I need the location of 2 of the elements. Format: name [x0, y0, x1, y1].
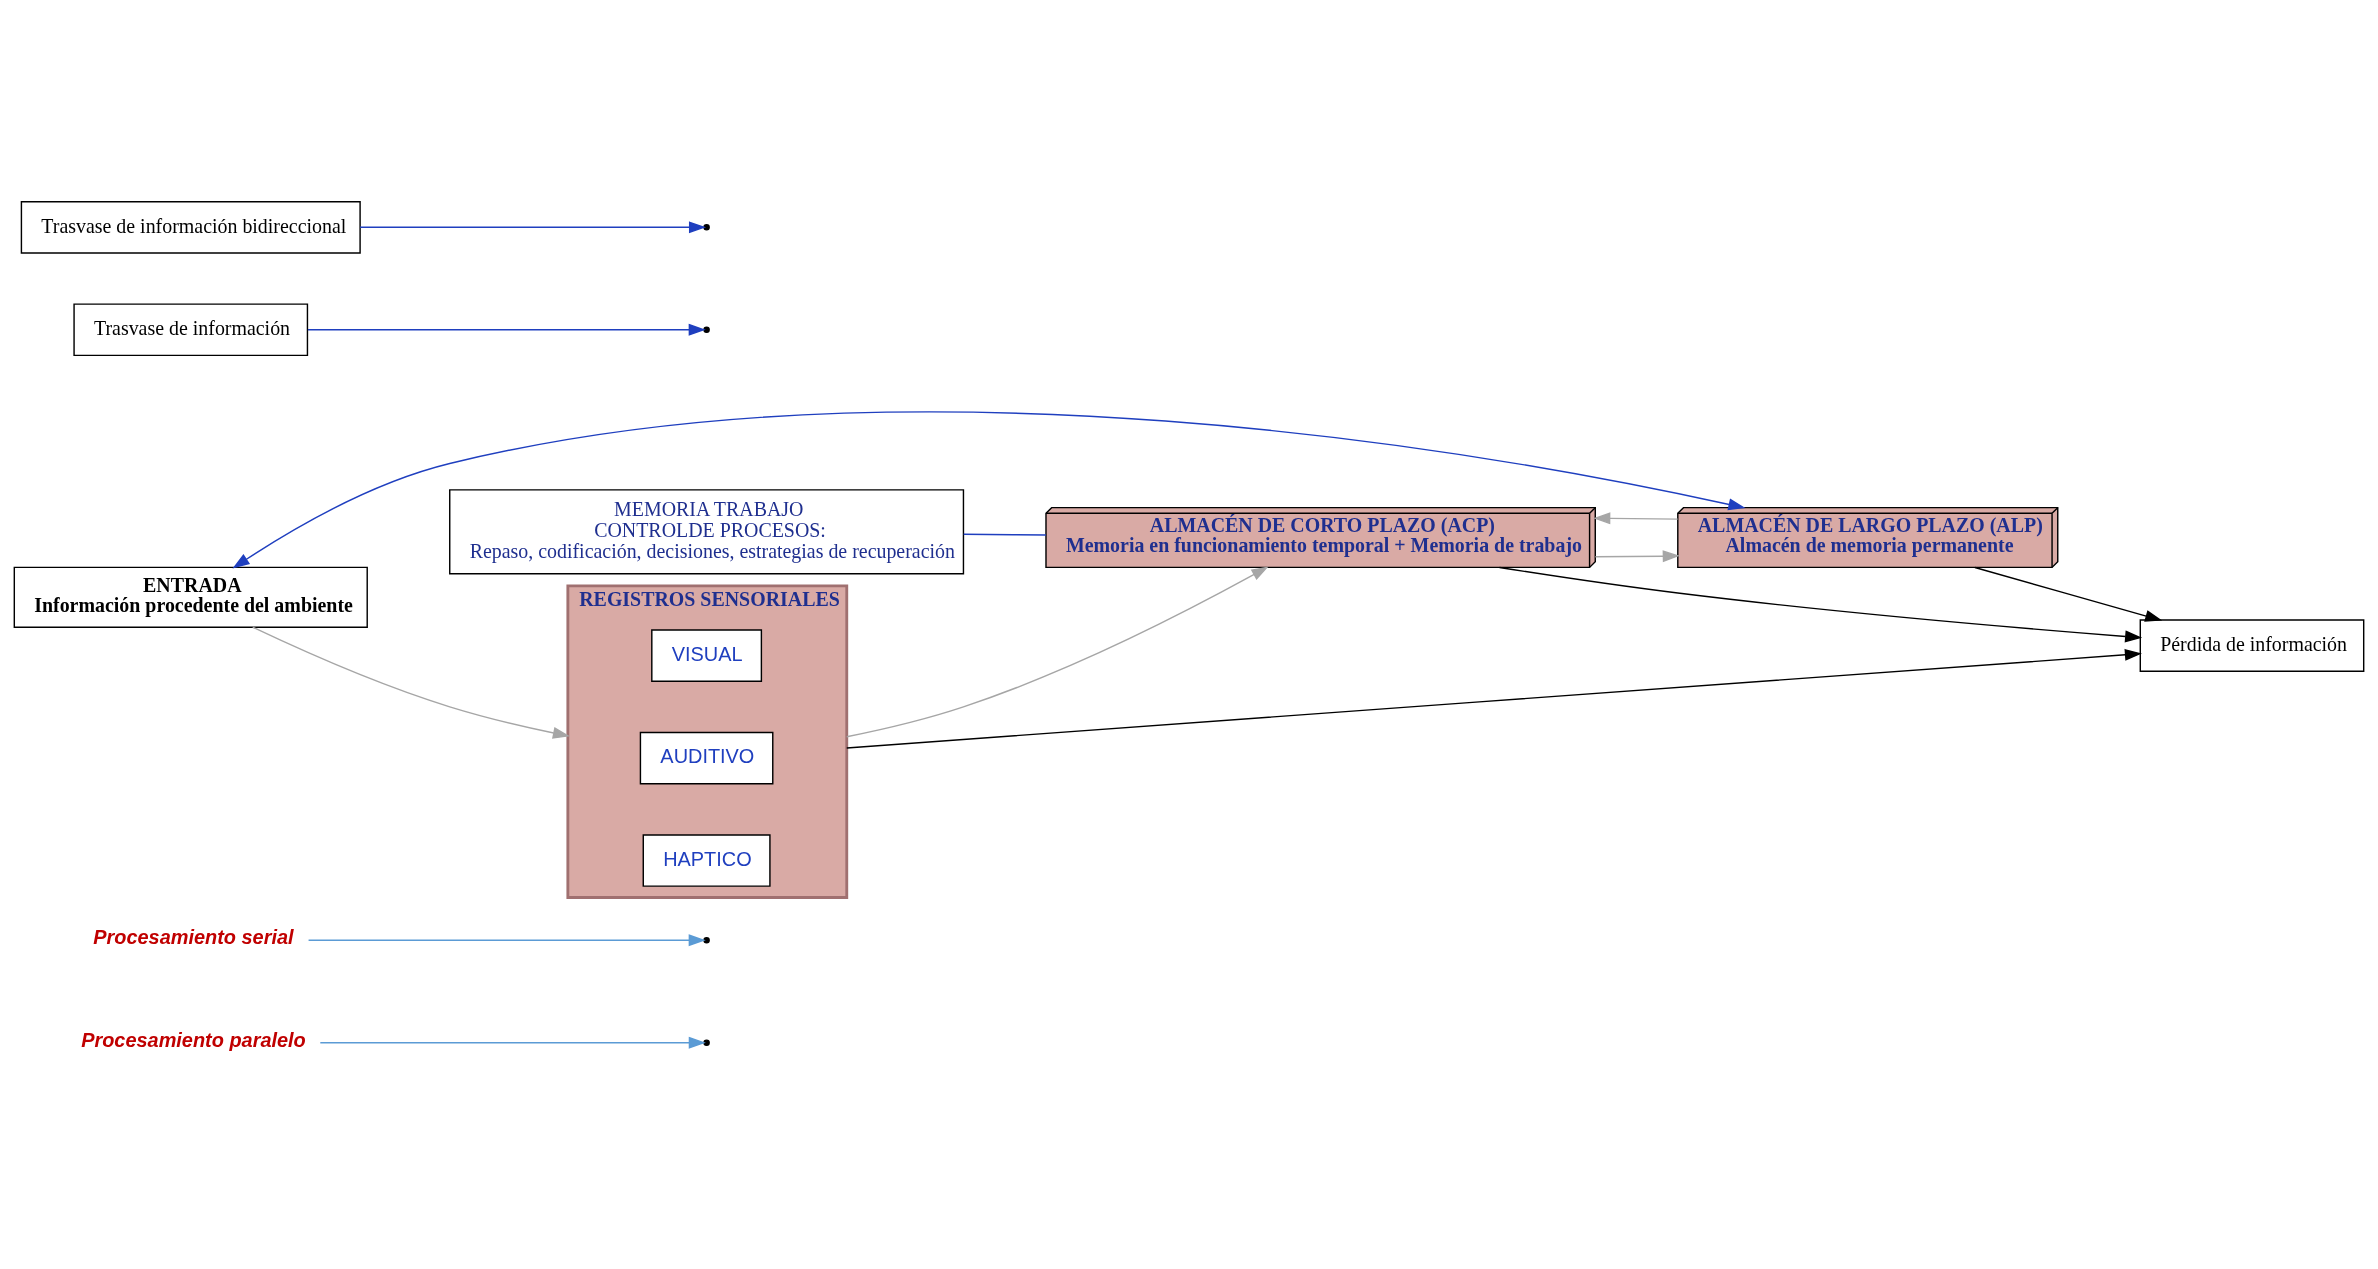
- node-text: Procesamiento paralelo: [81, 1028, 306, 1051]
- node-text: Procesamiento serial: [93, 925, 294, 948]
